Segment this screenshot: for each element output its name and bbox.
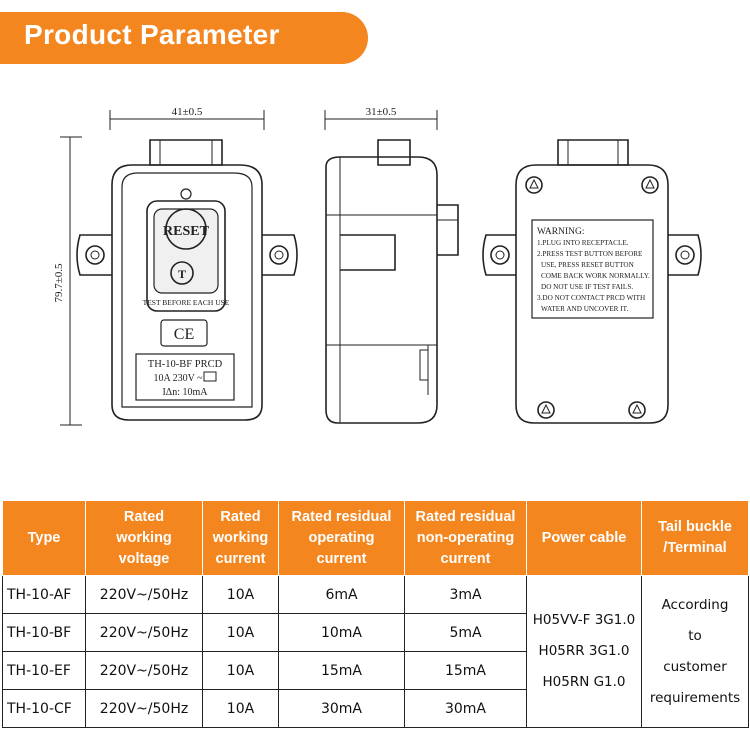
warning-line-5: COME BACK WORK NORMALLY. xyxy=(541,272,650,280)
table-row: TH-10-BF 220V~/50Hz 10A 10mA 5mA xyxy=(2,613,749,652)
cell-operating: 15mA xyxy=(278,651,405,690)
cell-power-cable: H05VV-F 3G1.0 H05RR 3G1.0 H05RN G1.0 xyxy=(526,575,642,728)
cell-operating: 10mA xyxy=(278,613,405,652)
cell-voltage: 220V~/50Hz xyxy=(85,613,203,652)
front-view: 41±0.5 79.7±0.5 RESET T TEST BEFORE EACH… xyxy=(53,106,298,426)
current-label: IΔn: 10mA xyxy=(162,387,208,398)
header-type: Type xyxy=(2,500,86,576)
cell-current: 10A xyxy=(202,689,279,728)
table-row: TH-10-AF 220V~/50Hz 10A 6mA 3mA H05VV-F … xyxy=(2,575,749,728)
side-width-dim: 31±0.5 xyxy=(366,106,397,118)
title-banner: Product Parameter xyxy=(0,12,368,64)
cell-type: TH-10-CF xyxy=(2,689,86,728)
table-row: TH-10-CF 220V~/50Hz 10A 30mA 30mA xyxy=(2,689,749,728)
ce-mark: CE xyxy=(174,326,194,343)
cell-operating: 6mA xyxy=(278,575,405,614)
cell-voltage: 220V~/50Hz xyxy=(85,575,203,614)
rating-label: 10A 230V ~ xyxy=(153,373,203,384)
cell-tail-buckle: According to customer requirements xyxy=(641,575,749,728)
front-width-dim: 41±0.5 xyxy=(172,106,203,118)
cell-type: TH-10-BF xyxy=(2,613,86,652)
header-tail-buckle: Tail buckle/Terminal xyxy=(641,500,749,576)
test-button: T xyxy=(178,267,186,281)
cell-non-operating: 5mA xyxy=(404,613,527,652)
warning-line-2: 1.PLUG INTO RECEPTACLE. xyxy=(537,239,629,247)
cell-type: TH-10-EF xyxy=(2,651,86,690)
cell-non-operating: 3mA xyxy=(404,575,527,614)
cell-non-operating: 15mA xyxy=(404,651,527,690)
header-power-cable: Power cable xyxy=(526,500,642,576)
cell-operating: 30mA xyxy=(278,689,405,728)
warning-line-6: DO NOT USE IF TEST FAILS. xyxy=(541,283,633,291)
front-height-dim: 79.7±0.5 xyxy=(53,263,65,303)
cell-voltage: 220V~/50Hz xyxy=(85,689,203,728)
warning-line-8: WATER AND UNCOVER IT. xyxy=(541,305,629,313)
warning-line-1: WARNING: xyxy=(537,227,585,237)
cell-current: 10A xyxy=(202,651,279,690)
test-note: TEST BEFORE EACH USE xyxy=(143,298,230,307)
warning-line-3: 2.PRESS TEST BUTTON BEFORE xyxy=(537,250,643,258)
cell-voltage: 220V~/50Hz xyxy=(85,651,203,690)
back-view: WARNING: 1.PLUG INTO RECEPTACLE. 2.PRESS… xyxy=(482,139,702,424)
cell-current: 10A xyxy=(202,613,279,652)
model-label: TH-10-BF PRCD xyxy=(148,359,223,370)
warning-line-4: USE, PRESS RESET BUTTON xyxy=(541,261,635,269)
product-drawing: 41±0.5 79.7±0.5 RESET T TEST BEFORE EACH… xyxy=(53,106,702,426)
page-title: Product Parameter xyxy=(24,19,280,50)
warning-line-7: 3.DO NOT CONTACT PRCD WITH xyxy=(537,294,645,302)
cell-type: TH-10-AF xyxy=(2,575,86,614)
reset-button: RESET xyxy=(163,224,210,239)
cell-current: 10A xyxy=(202,575,279,614)
side-view: 31±0.5 xyxy=(324,106,459,424)
cell-non-operating: 30mA xyxy=(404,689,527,728)
